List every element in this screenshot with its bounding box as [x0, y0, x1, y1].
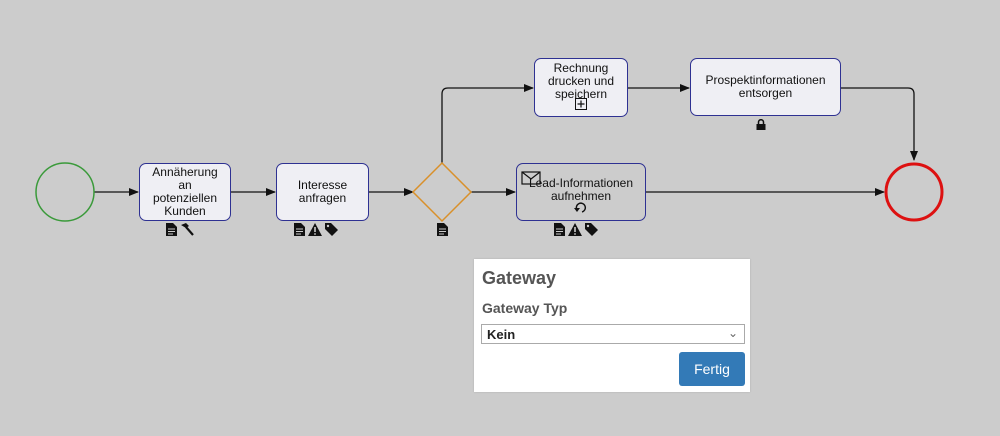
document-icon [294, 223, 305, 236]
gateway-type-label: Gateway Typ [482, 300, 568, 316]
task-label: Annäherung an potenziellen Kunden [152, 165, 218, 218]
tag-icon [325, 223, 338, 236]
envelope-icon [521, 171, 541, 185]
end-event[interactable] [884, 162, 944, 222]
approach-markers [166, 223, 194, 236]
done-button[interactable]: Fertig [679, 352, 745, 386]
document-icon [554, 223, 565, 236]
task-label: Rechnung drucken und speichern [547, 61, 615, 101]
inquire-markers [294, 223, 338, 236]
gateway-type-select[interactable]: Kein ⌄ [481, 324, 745, 344]
loop-icon [574, 202, 586, 213]
gateway-type-value: Kein [487, 327, 516, 342]
flow-gateway-to-invoice[interactable] [441, 84, 534, 163]
document-icon [437, 223, 448, 236]
lock-icon [756, 119, 766, 130]
lead-markers [554, 223, 598, 236]
task-prospekt[interactable]: Prospektinformationen entsorgen [690, 58, 841, 116]
task-label: Lead-Informationen aufnehmen [528, 176, 634, 203]
flow-dispose-to-end[interactable] [841, 87, 918, 161]
hammer-icon [181, 223, 194, 236]
task-lead[interactable]: Lead-Informationen aufnehmen [516, 163, 646, 221]
tag-icon [585, 223, 598, 236]
gateway-markers [437, 223, 448, 236]
task-label: Prospektinformationen entsorgen [705, 73, 826, 100]
task-label: Interesse anfragen [297, 178, 348, 205]
gateway-properties-panel: Gateway Gateway Typ Kein ⌄ Fertig [474, 259, 750, 392]
document-icon [166, 223, 177, 236]
task-annaeherung[interactable]: Annäherung an potenziellen Kunden [139, 163, 231, 221]
exclusive-gateway[interactable] [411, 161, 473, 223]
warning-icon [568, 223, 582, 236]
task-interesse-anfragen[interactable]: Interesse anfragen [276, 163, 369, 221]
warning-icon [308, 223, 322, 236]
panel-title: Gateway [482, 268, 557, 288]
start-event[interactable] [35, 162, 95, 222]
subprocess-plus-icon [575, 98, 587, 110]
dispose-markers [756, 119, 766, 130]
chevron-down-icon: ⌄ [727, 326, 738, 340]
